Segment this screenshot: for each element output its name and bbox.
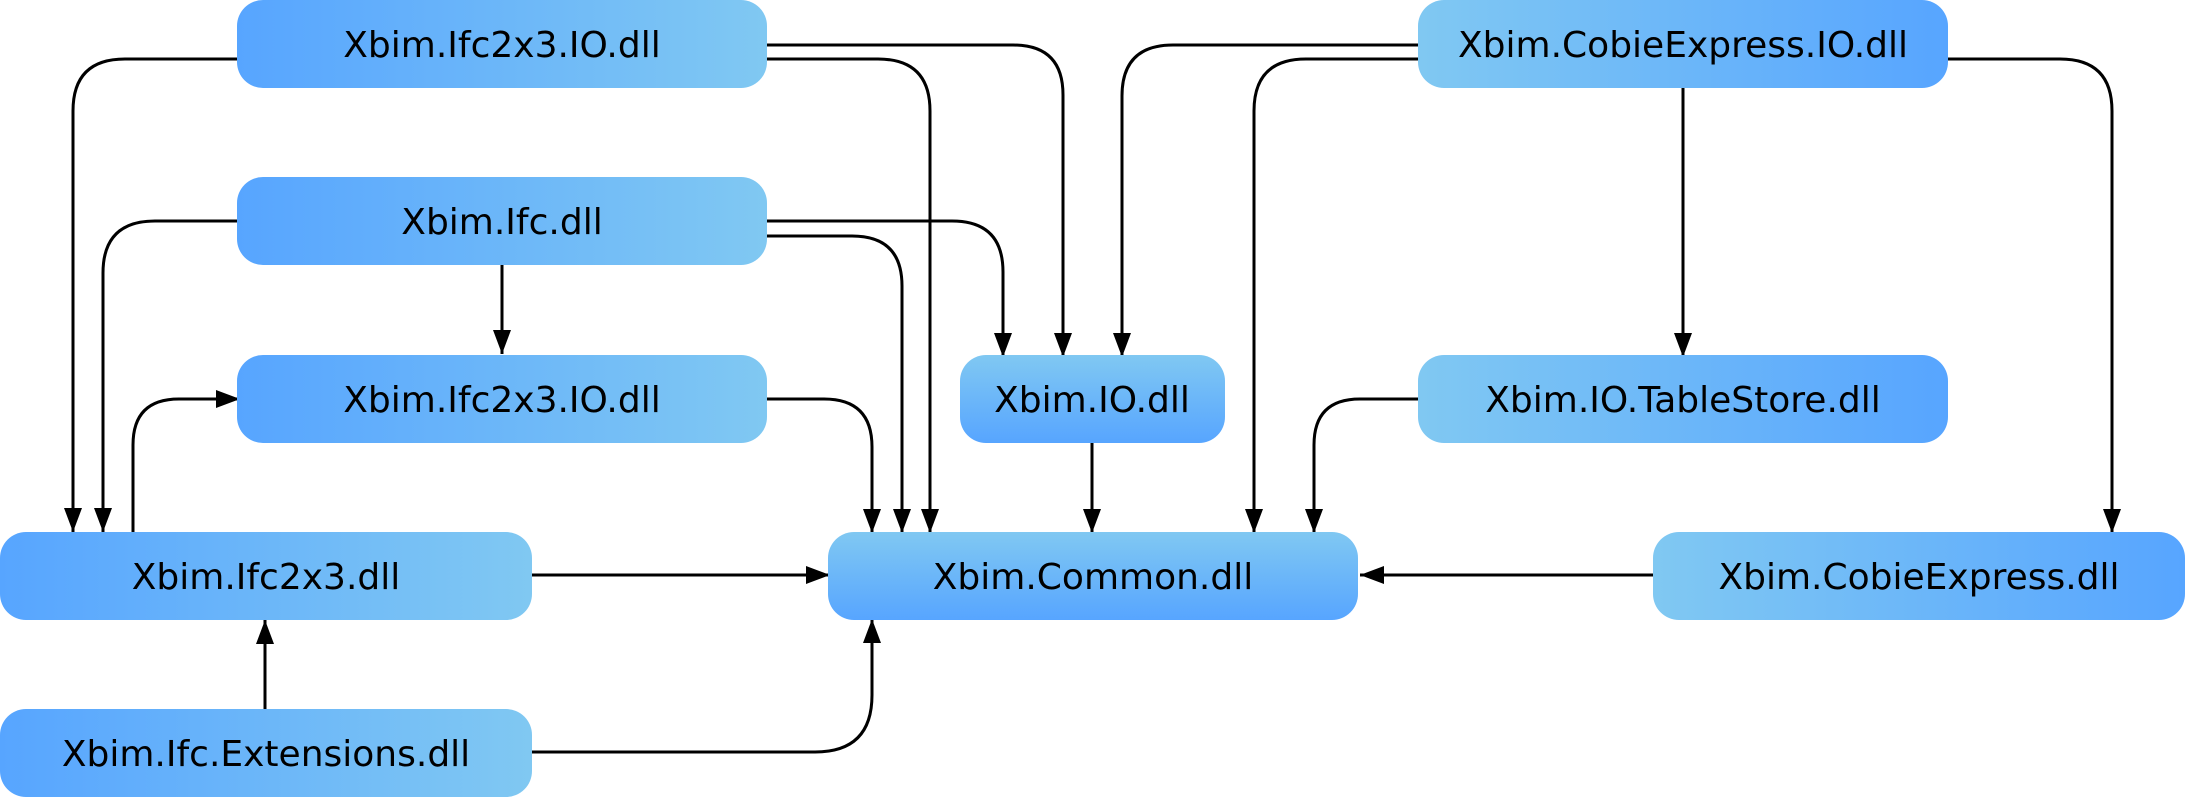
node-label: Xbim.CobieExpress.IO.dll (1458, 25, 1908, 66)
node-ifc: Xbim.Ifc.dll (237, 177, 767, 265)
edge-ifc-to-ifc2x3 (94, 219, 237, 532)
edge-ifc-to-common (767, 234, 911, 533)
edge-ifc2x3-to-ifc2x3io-mid (131, 390, 240, 532)
node-label: Xbim.IO.dll (994, 380, 1190, 421)
edge-cobieio-to-io (1113, 43, 1418, 357)
edge-ifc-to-io (767, 219, 1012, 357)
edges (64, 43, 2121, 754)
node-label: Xbim.Common.dll (933, 557, 1253, 598)
node-ifc2x3-io-mid: Xbim.Ifc2x3.IO.dll (237, 355, 767, 443)
node-cobie: Xbim.CobieExpress.dll (1653, 532, 2185, 620)
edge-extensions-to-common (532, 619, 881, 754)
edge-tablestore-to-common (1305, 397, 1418, 533)
node-label: Xbim.CobieExpress.dll (1718, 557, 2119, 598)
node-label: Xbim.Ifc2x3.dll (132, 557, 401, 598)
node-io-tablestore: Xbim.IO.TableStore.dll (1418, 355, 1948, 443)
node-label: Xbim.IO.TableStore.dll (1485, 380, 1881, 421)
edge-ifc2x3io-top-to-common (767, 57, 939, 533)
node-cobie-io: Xbim.CobieExpress.IO.dll (1418, 0, 1948, 88)
node-label: Xbim.Ifc2x3.IO.dll (343, 25, 660, 66)
node-common: Xbim.Common.dll (828, 532, 1358, 620)
node-label: Xbim.Ifc2x3.IO.dll (343, 380, 660, 421)
edge-cobieio-to-cobie (1948, 57, 2121, 533)
node-label: Xbim.Ifc.dll (401, 202, 602, 243)
node-ifc2x3: Xbim.Ifc2x3.dll (0, 532, 532, 620)
edge-ifc2x3io-top-to-ifc2x3 (64, 57, 237, 532)
node-ifc-extensions: Xbim.Ifc.Extensions.dll (0, 709, 532, 797)
edge-ifc2x3io-top-to-io (767, 43, 1072, 357)
node-ifc2x3-io-top: Xbim.Ifc2x3.IO.dll (237, 0, 767, 88)
edge-cobieio-to-common (1245, 57, 1418, 533)
edge-ifc2x3io-mid-to-common (767, 397, 881, 533)
node-io: Xbim.IO.dll (960, 355, 1225, 443)
node-label: Xbim.Ifc.Extensions.dll (62, 734, 470, 775)
